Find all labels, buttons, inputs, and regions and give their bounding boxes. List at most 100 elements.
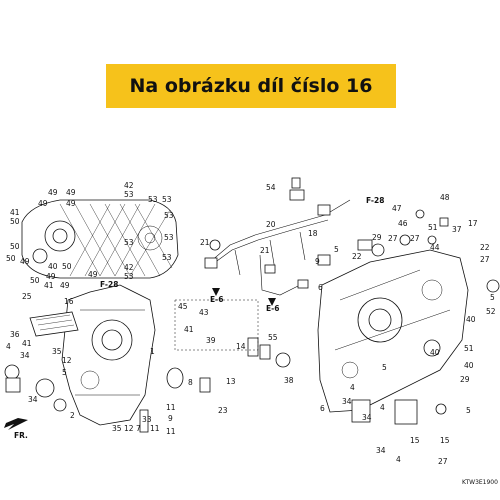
svg-text:39: 39 <box>206 336 216 345</box>
svg-text:53: 53 <box>162 253 172 262</box>
svg-text:37: 37 <box>452 225 462 234</box>
svg-text:46: 46 <box>398 219 408 228</box>
svg-text:27: 27 <box>438 457 448 466</box>
svg-text:4: 4 <box>350 383 355 392</box>
svg-text:6: 6 <box>318 283 323 292</box>
svg-text:6: 6 <box>320 404 325 413</box>
svg-text:53: 53 <box>164 211 174 220</box>
svg-text:35: 35 <box>112 424 122 433</box>
svg-text:53: 53 <box>162 195 172 204</box>
svg-text:53: 53 <box>124 238 134 247</box>
group-box <box>174 299 259 351</box>
svg-text:14: 14 <box>236 342 246 351</box>
svg-text:15: 15 <box>410 436 420 445</box>
svg-text:49: 49 <box>38 199 48 208</box>
small-parts <box>4 177 500 433</box>
callout-labels: 49 49 42 53 41 50 49 49 53 53 53 50 53 5… <box>6 181 498 486</box>
svg-text:5: 5 <box>466 406 471 415</box>
svg-text:7: 7 <box>136 424 141 433</box>
svg-text:49: 49 <box>48 188 58 197</box>
svg-text:18: 18 <box>308 229 318 238</box>
svg-text:40: 40 <box>430 348 440 357</box>
svg-text:27: 27 <box>410 234 420 243</box>
svg-text:34: 34 <box>342 397 352 406</box>
svg-text:13: 13 <box>226 377 236 386</box>
svg-text:40: 40 <box>466 315 476 324</box>
svg-text:40: 40 <box>48 262 58 271</box>
svg-text:1: 1 <box>150 347 155 356</box>
wire-harness <box>204 189 351 296</box>
svg-text:47: 47 <box>392 204 402 213</box>
svg-text:38: 38 <box>284 376 294 385</box>
svg-text:21: 21 <box>260 246 270 255</box>
svg-text:FR.: FR. <box>14 431 28 440</box>
svg-text:49: 49 <box>20 257 30 266</box>
svg-text:5: 5 <box>490 293 495 302</box>
svg-text:5: 5 <box>334 245 339 254</box>
svg-text:22: 22 <box>352 252 362 261</box>
svg-text:49: 49 <box>66 188 76 197</box>
svg-text:48: 48 <box>440 193 450 202</box>
svg-text:5: 5 <box>382 363 387 372</box>
page-title: Na obrázku díl číslo 16 <box>129 75 373 97</box>
svg-text:49: 49 <box>88 270 98 279</box>
svg-text:50: 50 <box>30 276 40 285</box>
svg-text:52: 52 <box>486 307 496 316</box>
svg-text:50: 50 <box>10 217 20 226</box>
svg-text:34: 34 <box>376 446 386 455</box>
svg-text:43: 43 <box>199 308 209 317</box>
svg-text:51: 51 <box>464 344 474 353</box>
svg-text:29: 29 <box>460 375 470 384</box>
arrow-down-icon <box>268 298 276 306</box>
svg-text:53: 53 <box>124 190 134 199</box>
svg-text:27: 27 <box>480 255 490 264</box>
svg-text:E-6: E-6 <box>266 304 279 313</box>
svg-text:49: 49 <box>66 199 76 208</box>
svg-text:49: 49 <box>46 272 56 281</box>
svg-text:25: 25 <box>22 292 32 301</box>
svg-text:21: 21 <box>200 238 210 247</box>
svg-text:27: 27 <box>388 234 398 243</box>
svg-text:4: 4 <box>380 403 385 412</box>
svg-text:2: 2 <box>70 411 75 420</box>
svg-text:20: 20 <box>266 220 276 229</box>
svg-text:42: 42 <box>124 263 134 272</box>
svg-text:F-28: F-28 <box>366 196 384 205</box>
svg-text:9: 9 <box>168 414 173 423</box>
svg-text:44: 44 <box>430 243 440 252</box>
left-crankcase <box>61 284 156 426</box>
svg-text:4: 4 <box>396 455 401 464</box>
svg-text:29: 29 <box>372 233 382 242</box>
svg-text:54: 54 <box>266 183 276 192</box>
svg-text:34: 34 <box>20 351 30 360</box>
svg-text:11: 11 <box>150 424 160 433</box>
svg-text:45: 45 <box>178 302 188 311</box>
svg-text:15: 15 <box>440 436 450 445</box>
svg-text:51: 51 <box>428 223 438 232</box>
title-banner: Na obrázku díl číslo 16 <box>106 64 396 108</box>
svg-text:41: 41 <box>184 325 194 334</box>
svg-text:35: 35 <box>52 347 62 356</box>
left-crankcase-cover <box>21 199 179 279</box>
svg-text:41: 41 <box>22 339 32 348</box>
svg-text:11: 11 <box>166 403 176 412</box>
svg-text:F-28: F-28 <box>100 280 118 289</box>
svg-text:12: 12 <box>124 424 134 433</box>
svg-text:8: 8 <box>188 378 193 387</box>
svg-text:50: 50 <box>6 254 16 263</box>
svg-text:E-6: E-6 <box>210 295 223 304</box>
svg-text:49: 49 <box>60 281 70 290</box>
svg-text:40: 40 <box>464 361 474 370</box>
svg-text:22: 22 <box>480 243 490 252</box>
front-arrow-icon <box>4 418 28 430</box>
svg-text:42: 42 <box>124 181 134 190</box>
svg-text:34: 34 <box>28 395 38 404</box>
svg-text:5: 5 <box>62 368 67 377</box>
svg-text:11: 11 <box>166 427 176 436</box>
svg-text:36: 36 <box>10 330 20 339</box>
svg-text:KTW3E1900: KTW3E1900 <box>462 479 498 486</box>
svg-text:50: 50 <box>62 262 72 271</box>
svg-text:53: 53 <box>124 272 134 281</box>
